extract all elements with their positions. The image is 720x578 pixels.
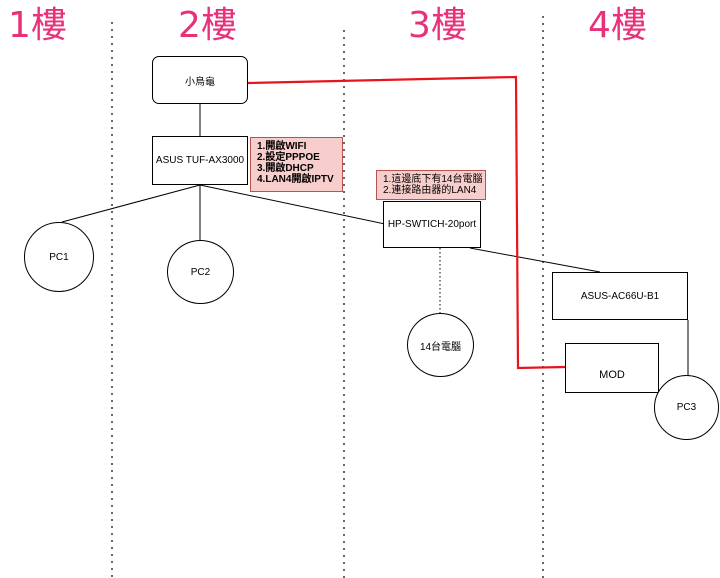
modem-node[interactable]: 小烏龜 — [152, 56, 248, 104]
pc2-label: PC2 — [190, 266, 211, 278]
switch-node[interactable]: HP-SWTICH-20port — [383, 201, 481, 248]
router-config-line-2: 2.設定PPPOE — [257, 152, 320, 163]
router-node[interactable]: ASUS TUF-AX3000 — [152, 136, 248, 185]
pc2-node[interactable]: PC2 — [167, 240, 234, 304]
pc1-label: PC1 — [49, 251, 69, 263]
floor-label-3: 3樓 — [408, 5, 467, 46]
pc3-label: PC3 — [676, 402, 697, 413]
link-switch-ap — [469, 247, 601, 273]
switch-info-line-1: 1.這邊底下有14台電腦 — [383, 174, 483, 185]
pc3-node[interactable]: PC3 — [654, 375, 719, 440]
switch-info-note: 1.這邊底下有14台電腦 2.連接路由器的LAN4 — [376, 170, 486, 200]
link-iptv-modem-mod — [247, 75, 566, 370]
switch-label: HP-SWTICH-20port — [387, 219, 477, 230]
pc14-label: 14台電腦 — [419, 341, 462, 353]
modem-label: 小烏龜 — [185, 76, 215, 88]
router-label: ASUS TUF-AX3000 — [155, 155, 245, 166]
ap-label: ASUS-AC66U-B1 — [580, 290, 660, 302]
switch-info-line-2: 2.連接路由器的LAN4 — [383, 185, 477, 196]
router-config-line-1: 1.開啟WIFI — [257, 141, 307, 152]
router-config-line-3: 3.開啟DHCP — [257, 163, 314, 174]
mod-node[interactable]: MOD — [565, 343, 659, 393]
link-router-switch — [199, 184, 386, 225]
router-config-line-4: 4.LAN4開啟IPTV — [257, 174, 334, 185]
pc14-node[interactable]: 14台電腦 — [407, 313, 474, 377]
floor-label-2: 2樓 — [178, 5, 237, 46]
pc1-node[interactable]: PC1 — [24, 222, 94, 292]
floor-label-1: 1樓 — [8, 5, 67, 46]
router-config-note: 1.開啟WIFI 2.設定PPPOE 3.開啟DHCP 4.LAN4開啟IPTV — [250, 137, 343, 192]
ap-node[interactable]: ASUS-AC66U-B1 — [552, 272, 688, 320]
link-router-pc1 — [61, 184, 201, 223]
floor-label-4: 4樓 — [588, 5, 647, 46]
mod-label: MOD — [599, 369, 625, 381]
